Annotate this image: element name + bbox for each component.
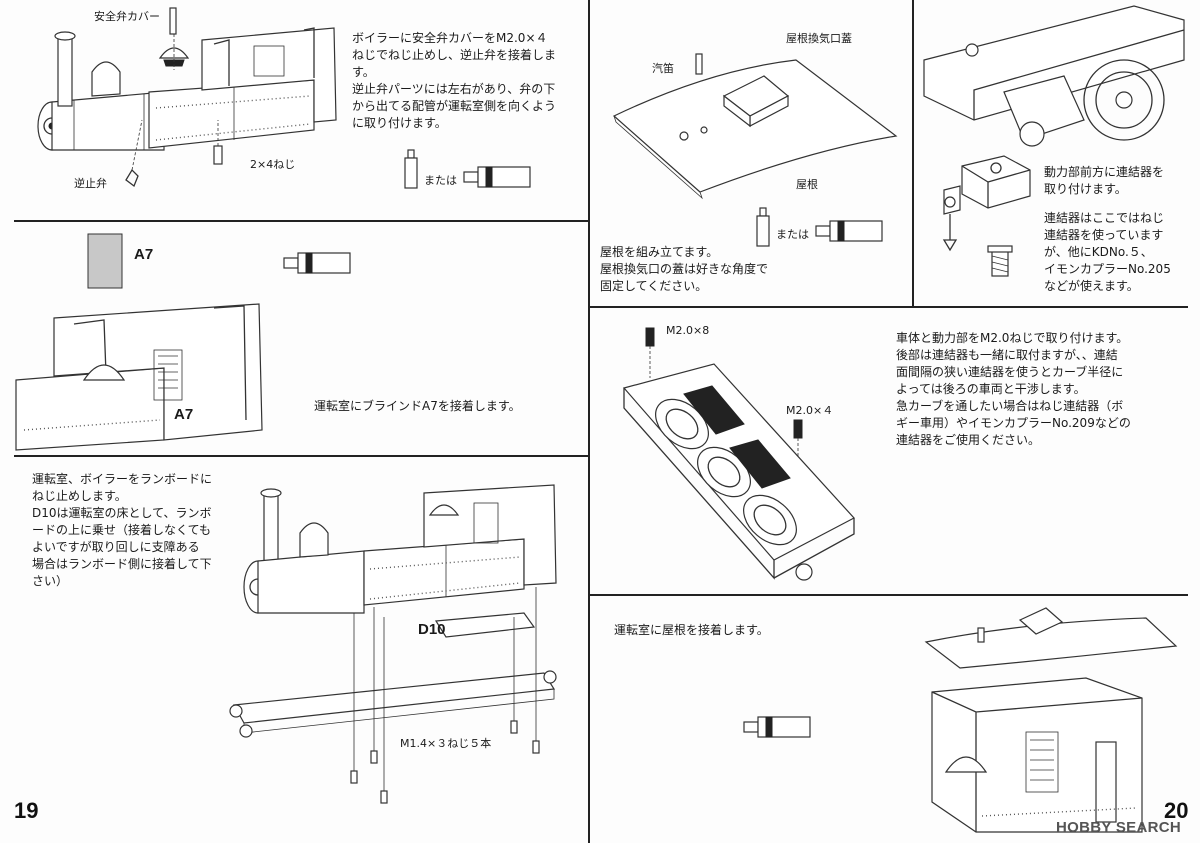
cab-with-roof-illustration bbox=[924, 607, 1178, 833]
roof-attach-instructions: 運転室に屋根を接着します。 bbox=[614, 623, 769, 637]
blind-part-label-inline: A7 bbox=[174, 406, 194, 423]
step-roof-attach-panel: 運転室に屋根を接着します。 bbox=[590, 596, 1200, 843]
instruction-line: 運転室、ボイラーをランボードに bbox=[32, 472, 213, 486]
safety-valve-instructions: ボイラーに安全弁カバーをM2.0×４ ねじでねじ止めし、逆止弁を接着しま す。 … bbox=[352, 30, 556, 132]
instruction-line: す。 bbox=[352, 65, 375, 79]
instruction-line: ボイラーに安全弁カバーをM2.0×４ bbox=[352, 31, 548, 45]
screw-coupler-illustration bbox=[942, 155, 1031, 277]
instruction-line: よいですが取り回しに支障ある bbox=[32, 540, 200, 554]
instruction-line: に取り付けます。 bbox=[352, 116, 447, 130]
instruction-line: さい） bbox=[32, 574, 69, 588]
blind-part-label: A7 bbox=[134, 246, 154, 263]
instruction-line: 動力部前方に連結器を bbox=[1044, 165, 1165, 179]
instruction-line: D10は運転室の床として、ランボ bbox=[32, 506, 212, 520]
screw-label-m2x8: M2.0×8 bbox=[666, 324, 710, 337]
blind-instructions: 運転室にブラインドA7を接着します。 bbox=[314, 399, 521, 413]
instruction-line: 逆止弁パーツには左右があり、弁の下 bbox=[352, 82, 556, 96]
glue-tube-upright-icon bbox=[404, 149, 418, 189]
check-valve-label: 逆止弁 bbox=[74, 177, 107, 190]
instruction-line: が、他にKDNo.５、 bbox=[1044, 245, 1153, 259]
safety-valve-cover-label: 安全弁カバー bbox=[94, 10, 160, 23]
roof-assembly-illustration bbox=[612, 53, 898, 200]
instruction-line: ードの上に乗せ（接着しなくても bbox=[32, 523, 212, 537]
instruction-line: 後部は連結器も一緒に取付ますが、、連結 bbox=[896, 348, 1118, 362]
step-blind-panel: A7 A7 運転室にブラインドA7を接着します。 bbox=[14, 222, 588, 455]
instruction-line: 屋根換気口の蓋は好きな角度で bbox=[600, 262, 769, 276]
instruction-line: から出てる配管が運転室側を向くよう bbox=[352, 99, 557, 113]
instruction-line: 場合はランボード側に接着して下 bbox=[32, 557, 212, 571]
locomotive-assembly-illustration bbox=[229, 484, 557, 804]
instruction-line: 連結器を使っています bbox=[1044, 228, 1164, 242]
screw-spec-label: M1.4×３ねじ５本 bbox=[400, 737, 492, 750]
instruction-line: よっては後ろの車両と干渉します。 bbox=[896, 382, 1086, 396]
divider-right-1 bbox=[590, 306, 1188, 308]
roof-vent-lid-label: 屋根換気口蓋 bbox=[786, 32, 852, 45]
center-divider bbox=[588, 0, 590, 843]
instruction-line: 取り付けます。 bbox=[1044, 182, 1127, 196]
blind-part-a7-illustration bbox=[87, 233, 123, 289]
whistle-label: 汽笛 bbox=[652, 62, 674, 75]
glue-tube-icon bbox=[815, 220, 883, 242]
glue-tube-icon bbox=[283, 252, 351, 274]
power-unit-front-illustration bbox=[923, 5, 1185, 147]
hobby-search-watermark: HOBBY SEARCH bbox=[1056, 819, 1182, 836]
step-roof-panel: 屋根換気口蓋 汽笛 屋根 または 屋根を組み立てます。 屋 bbox=[590, 0, 912, 306]
body-mount-instructions: 車体と動力部をM2.0ねじで取り付けます。 後部は連結器も一緒に取付ますが、、連… bbox=[896, 330, 1131, 449]
divider-right-top bbox=[912, 0, 914, 306]
instruction-line: などが使えます。 bbox=[1044, 279, 1139, 293]
instruction-line: イモンカプラーNo.205 bbox=[1044, 262, 1171, 276]
roof-label: 屋根 bbox=[796, 178, 818, 191]
instruction-line: ねじ止めします。 bbox=[32, 489, 127, 503]
step-coupler-panel: 動力部前方に連結器を 取り付けます。 連結器はここではねじ 連結器を使っています… bbox=[914, 0, 1200, 306]
cab-boiler-instructions: 運転室、ボイラーをランボードに ねじ止めします。 D10は運転室の床として、ラン… bbox=[32, 471, 212, 590]
instruction-line: 連結器をご使用ください。 bbox=[896, 433, 1041, 447]
coupler-instructions-a: 動力部前方に連結器を 取り付けます。 bbox=[1044, 164, 1164, 198]
glue-tube-icon bbox=[463, 166, 531, 188]
page-number-right: 20 bbox=[1164, 798, 1189, 823]
chassis-underside-illustration bbox=[622, 327, 855, 581]
screw-label-m2x4: M2.0×４ bbox=[786, 404, 834, 417]
glue-tube-icon bbox=[743, 716, 811, 738]
floor-part-label: D10 bbox=[418, 621, 446, 638]
divider-right-2 bbox=[590, 594, 1188, 596]
instruction-line: ねじでねじ止めし、逆止弁を接着しま bbox=[352, 48, 557, 62]
cab-interior-illustration bbox=[15, 303, 263, 451]
instruction-line: 面間隔の狭い連結器を使うとカーブ半径に bbox=[896, 365, 1124, 379]
roof-instructions: 屋根を組み立てます。 屋根換気口の蓋は好きな角度で 固定してください。 bbox=[600, 244, 768, 295]
coupler-instructions-b: 連結器はここではねじ 連結器を使っています が、他にKDNo.５、 イモンカプラ… bbox=[1044, 210, 1171, 295]
instruction-line: 屋根を組み立てます。 bbox=[600, 245, 719, 259]
screw-size-label: 2×4ねじ bbox=[250, 158, 296, 171]
divider-left-2 bbox=[14, 455, 588, 457]
instruction-line: 車体と動力部をM2.0ねじで取り付けます。 bbox=[896, 331, 1129, 345]
step-cab-boiler-panel: 運転室、ボイラーをランボードに ねじ止めします。 D10は運転室の床として、ラン… bbox=[14, 457, 588, 843]
locomotive-boiler-illustration bbox=[37, 7, 337, 188]
instruction-line: ギー車用）やイモンカプラーNo.209などの bbox=[896, 416, 1131, 430]
or-label: または bbox=[776, 228, 809, 241]
step-body-mount-panel: M2.0×8 M2.0×４ 車体と動力部をM2.0ねじで取り付けます。 bbox=[590, 308, 1200, 594]
instruction-line: 急カーブを通したい場合はねじ連結器（ボ bbox=[896, 399, 1124, 413]
or-label: または bbox=[424, 174, 457, 187]
instruction-line: 連結器はここではねじ bbox=[1044, 211, 1165, 225]
divider-left-1 bbox=[14, 220, 588, 222]
instruction-line: 固定してください。 bbox=[600, 279, 708, 293]
glue-tube-upright-icon bbox=[756, 207, 770, 247]
step-safety-valve-panel: 安全弁カバー 逆止弁 2×4ねじ ボイラーに安全弁カバーをM2.0×４ ねじでね… bbox=[14, 0, 588, 220]
page-number-left: 19 bbox=[14, 798, 39, 823]
